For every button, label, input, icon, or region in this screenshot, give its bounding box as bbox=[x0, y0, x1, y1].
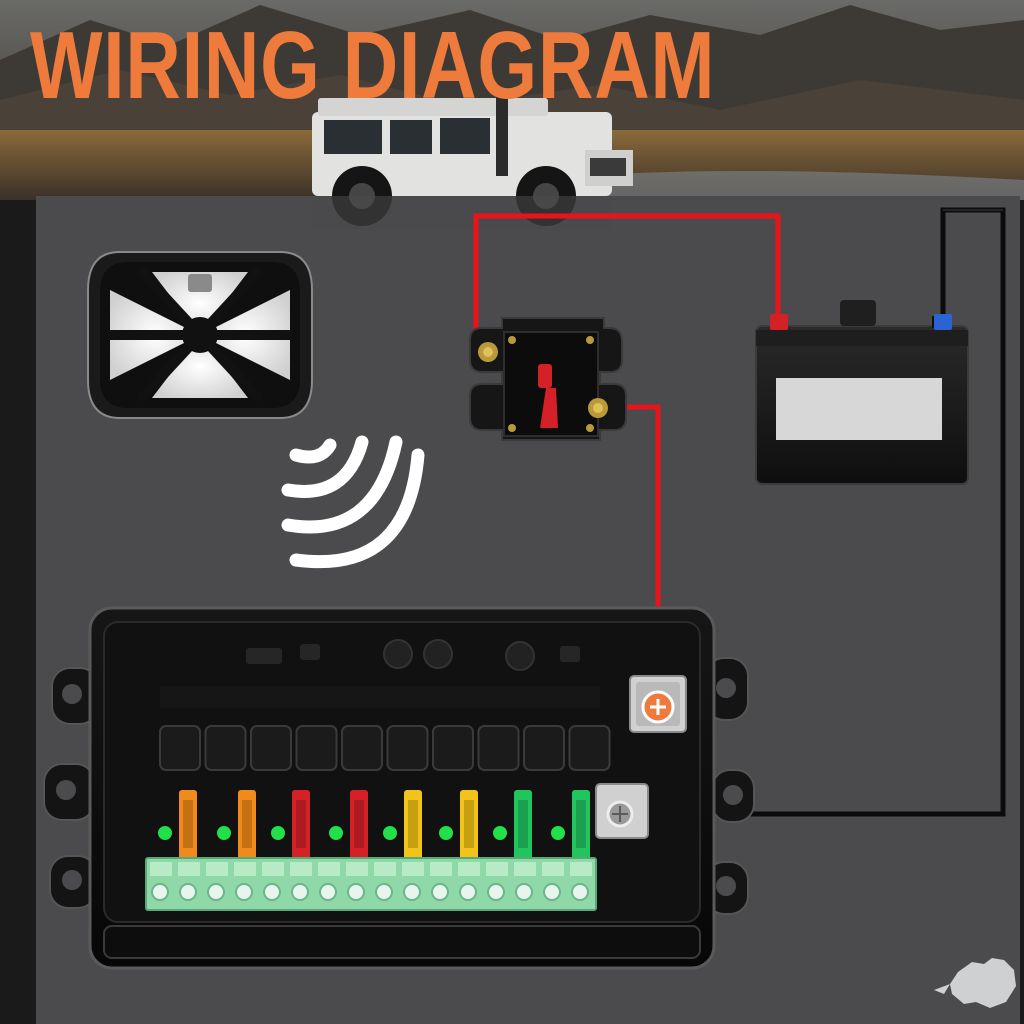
blade-fuse bbox=[404, 790, 422, 860]
negative-wire bbox=[625, 207, 1006, 817]
blade-fuse bbox=[460, 790, 478, 860]
vehicle-illustration bbox=[312, 96, 633, 230]
relay bbox=[432, 725, 474, 771]
remote-control-icon bbox=[87, 251, 313, 419]
relay bbox=[341, 725, 383, 771]
terminal-screw bbox=[375, 883, 393, 901]
rhino-logo-icon bbox=[934, 958, 1016, 1008]
status-led bbox=[549, 824, 567, 842]
terminal-screw bbox=[459, 883, 477, 901]
blade-fuse bbox=[292, 790, 310, 860]
relay bbox=[523, 725, 565, 771]
relay-row bbox=[159, 725, 611, 771]
terminal-screw bbox=[515, 883, 533, 901]
circuit-breaker-icon bbox=[469, 317, 627, 441]
terminal-screw bbox=[431, 883, 449, 901]
status-led bbox=[327, 824, 345, 842]
relay bbox=[295, 725, 338, 771]
terminal-screw bbox=[403, 883, 421, 901]
blade-fuse bbox=[179, 790, 197, 860]
status-led bbox=[156, 824, 174, 842]
terminal-screw bbox=[291, 883, 309, 901]
status-led bbox=[491, 824, 509, 842]
relay bbox=[159, 725, 201, 771]
relay bbox=[568, 725, 611, 771]
blade-fuse bbox=[350, 790, 368, 860]
relay bbox=[204, 725, 247, 771]
fuse-relay-box-icon bbox=[43, 606, 755, 970]
wireless-signal-icon bbox=[281, 435, 425, 569]
relay bbox=[386, 725, 429, 771]
terminal-strip bbox=[145, 857, 597, 911]
battery-icon bbox=[755, 300, 969, 485]
blade-fuse bbox=[514, 790, 532, 860]
terminal-screw bbox=[319, 883, 337, 901]
status-led bbox=[381, 824, 399, 842]
terminal-screw bbox=[151, 883, 169, 901]
fuse-row bbox=[156, 790, 590, 860]
terminal-screw bbox=[571, 883, 589, 901]
blade-fuse bbox=[572, 790, 590, 860]
page-title: WIRING DIAGRAM bbox=[30, 12, 716, 119]
terminal-screw bbox=[543, 883, 561, 901]
relay bbox=[250, 725, 292, 771]
blade-fuse bbox=[238, 790, 256, 860]
status-led bbox=[215, 824, 233, 842]
terminal-screw bbox=[347, 883, 365, 901]
status-led bbox=[437, 824, 455, 842]
relay bbox=[477, 725, 520, 771]
terminal-screw bbox=[207, 883, 225, 901]
terminal-screw bbox=[235, 883, 253, 901]
terminal-screw bbox=[487, 883, 505, 901]
terminal-screw bbox=[263, 883, 281, 901]
terminal-screw bbox=[179, 883, 197, 901]
status-led bbox=[269, 824, 287, 842]
